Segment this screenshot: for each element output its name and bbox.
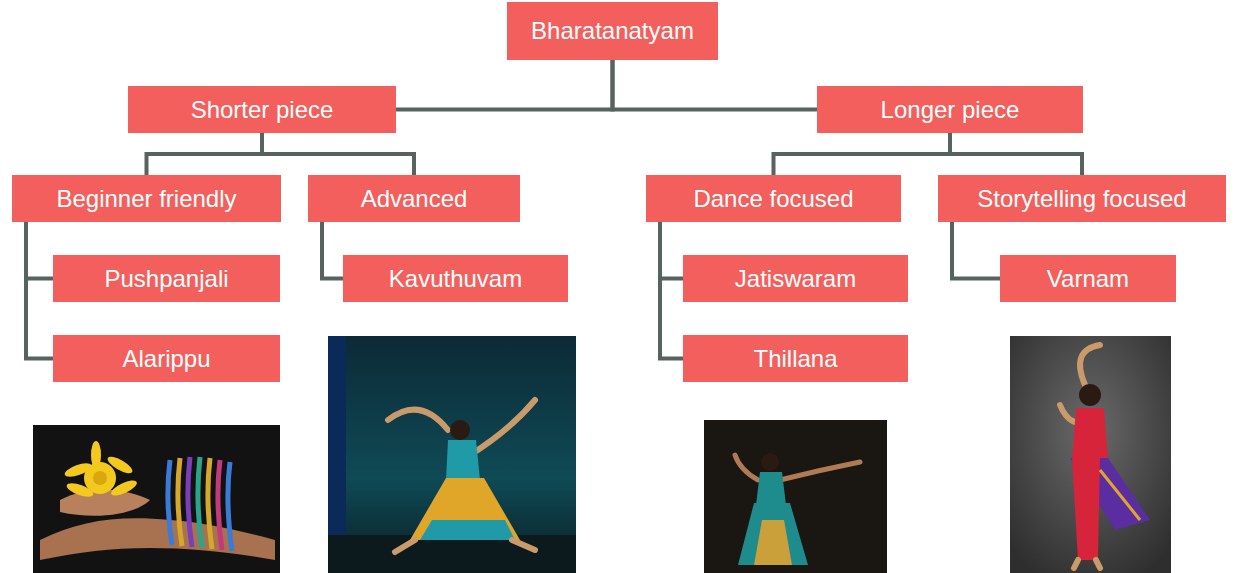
box-label: Varnam <box>1047 265 1129 293</box>
tree-connector <box>660 222 683 279</box>
category-box: Shorter piece <box>128 86 396 133</box>
category-box: Alarippu <box>53 335 280 382</box>
box-label: Longer piece <box>881 96 1020 124</box>
category-box: Kavuthuvam <box>343 255 568 302</box>
category-box: Advanced <box>308 175 520 222</box>
category-box: Dance focused <box>646 175 901 222</box>
box-label: Storytelling focused <box>977 185 1186 213</box>
tree-connector <box>774 133 951 175</box>
tree-connector <box>660 222 683 359</box>
dance-focused-photo <box>704 420 887 573</box>
tree-connector <box>613 60 818 110</box>
category-box: Varnam <box>1000 255 1176 302</box>
tree-connector <box>952 222 1000 279</box>
box-label: Shorter piece <box>191 96 334 124</box>
box-label: Jatiswaram <box>735 265 856 293</box>
tree-connector <box>396 60 613 110</box>
tree-connector <box>950 133 1082 175</box>
box-label: Beginner friendly <box>56 185 236 213</box>
box-label: Pushpanjali <box>104 265 228 293</box>
category-box: Beginner friendly <box>12 175 281 222</box>
category-box: Storytelling focused <box>938 175 1226 222</box>
category-box: Jatiswaram <box>683 255 908 302</box>
flower-hands-photo <box>33 425 280 573</box>
box-label: Advanced <box>361 185 468 213</box>
storytelling-dancer-photo <box>1010 336 1171 573</box>
tree-connector <box>26 222 53 359</box>
box-label: Alarippu <box>122 345 210 373</box>
tree-connector <box>147 133 263 175</box>
category-box: Thillana <box>683 335 908 382</box>
box-label: Kavuthuvam <box>389 265 522 293</box>
category-box: Pushpanjali <box>53 255 280 302</box>
tree-connector <box>262 133 414 175</box>
category-box: Bharatanatyam <box>507 2 718 60</box>
tree-connector <box>26 222 53 279</box>
box-label: Bharatanatyam <box>531 17 694 45</box>
box-label: Thillana <box>753 345 837 373</box>
advanced-dancer-photo <box>328 336 576 573</box>
category-box: Longer piece <box>817 86 1083 133</box>
tree-connector <box>322 222 343 279</box>
box-label: Dance focused <box>693 185 853 213</box>
